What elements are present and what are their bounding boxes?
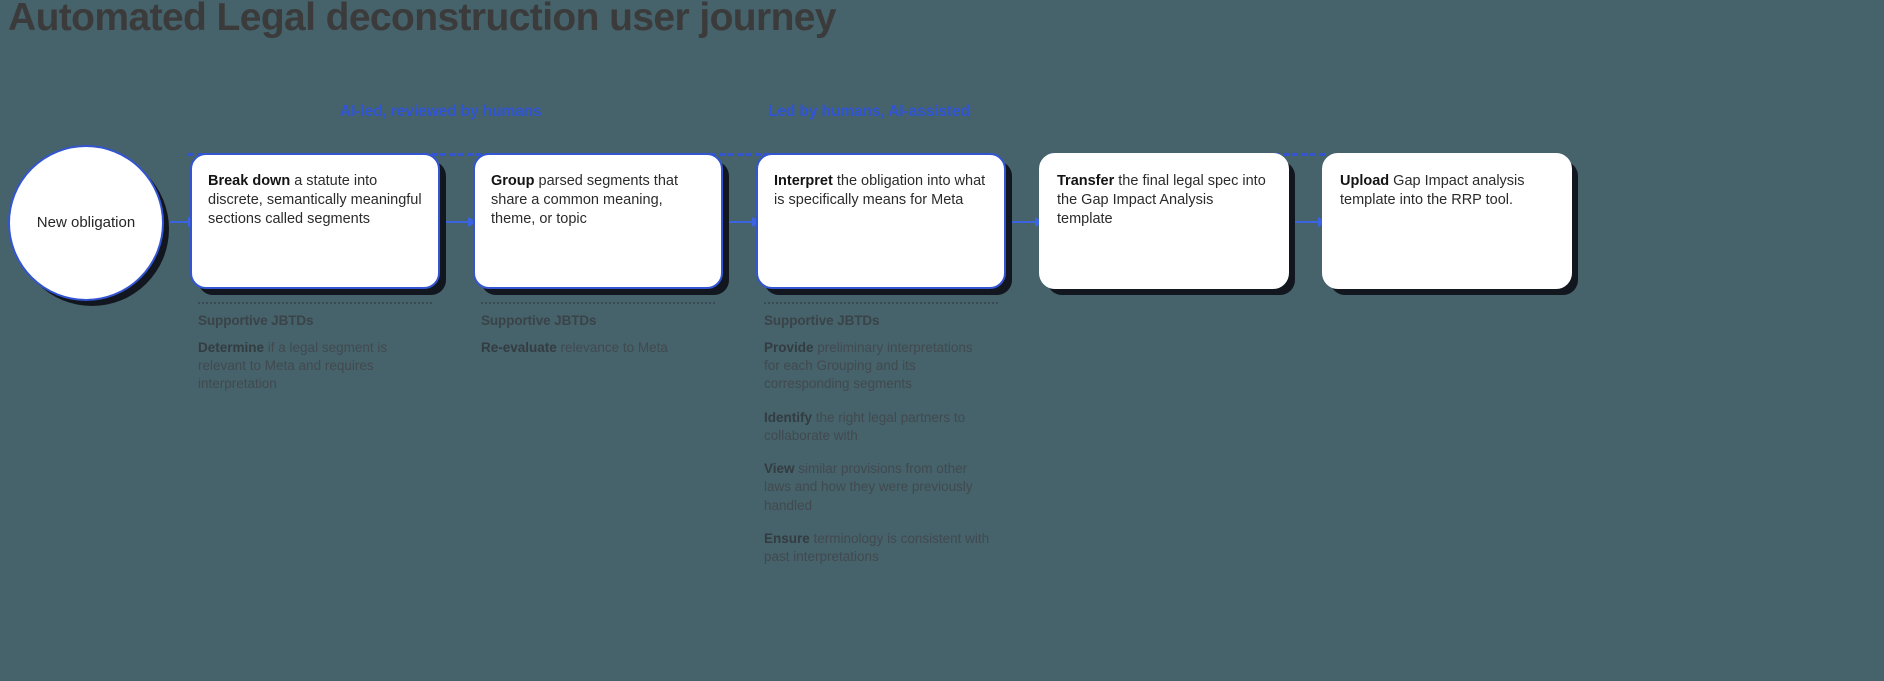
jbtd-item: Provide preliminary interpretations for …	[764, 339, 990, 394]
jbtd-item-rest: if a legal segment is relevant to Meta a…	[198, 340, 388, 392]
step-card-break-down[interactable]: Break down a statute into discrete, sema…	[190, 153, 440, 289]
step-rest-3: the obligation into what is specifically…	[774, 173, 986, 208]
step-rest-5: Gap Impact analysis template into the RR…	[1340, 173, 1525, 208]
step-lead-4: Transfer	[1057, 173, 1115, 189]
step-rest-4: the final legal spec into the Gap Impact…	[1057, 173, 1266, 227]
step-column-3: Interpret the obligation into what is sp…	[756, 153, 1006, 566]
step-card-upload[interactable]: Upload Gap Impact analysis template into…	[1322, 153, 1572, 289]
step-card-break-down-text: Break down a statute into discrete, sema…	[208, 172, 422, 229]
arrow-4-to-5	[1288, 217, 1327, 227]
step-column-5: Upload Gap Impact analysis template into…	[1322, 153, 1572, 289]
jbtd-item-lead: Ensure	[764, 530, 810, 546]
jbtd-item: Ensure terminology is consistent with pa…	[764, 530, 990, 566]
step-card-group-text: Group parsed segments that share a commo…	[491, 172, 705, 229]
step-card-group[interactable]: Group parsed segments that share a commo…	[473, 153, 723, 289]
jbtd-item: Re-evaluate relevance to Meta	[481, 339, 707, 357]
jbtd-item-rest: the right legal partners to collaborate …	[764, 409, 966, 443]
step-card-transfer-text: Transfer the final legal spec into the G…	[1057, 172, 1271, 229]
jbtd-separator-1	[198, 302, 432, 304]
jbtd-block-1: Supportive JBTDs Determine if a legal se…	[190, 302, 440, 394]
arrow-3-to-4	[1005, 217, 1044, 227]
page-title: Automated Legal deconstruction user jour…	[8, 0, 837, 39]
step-rest-2: parsed segments that share a common mean…	[491, 173, 678, 227]
step-card-interpret-text: Interpret the obligation into what is sp…	[774, 172, 988, 210]
jbtd-heading-2: Supportive JBTDs	[481, 313, 597, 328]
jbtd-item-rest: terminology is consistent with past inte…	[764, 530, 990, 564]
step-card-upload-text: Upload Gap Impact analysis template into…	[1340, 172, 1554, 210]
jbtd-heading-3: Supportive JBTDs	[764, 313, 880, 328]
jbtd-block-2: Supportive JBTDs Re-evaluate relevance t…	[473, 302, 723, 357]
step-lead-2: Group	[491, 173, 535, 189]
step-lead-1: Break down	[208, 173, 291, 189]
jbtd-item: View similar provisions from other laws …	[764, 460, 990, 515]
jbtd-item: Identify the right legal partners to col…	[764, 409, 990, 445]
phase-label-ai-led: AI-led, reviewed by humans	[340, 103, 542, 120]
step-column-4: Transfer the final legal spec into the G…	[1039, 153, 1289, 289]
jbtd-item-rest: preliminary interpretations for each Gro…	[764, 340, 973, 392]
step-card-interpret[interactable]: Interpret the obligation into what is sp…	[756, 153, 1006, 289]
step-card-transfer[interactable]: Transfer the final legal spec into the G…	[1039, 153, 1289, 289]
phase-label-human-led: Led by humans, AI-assisted	[768, 103, 970, 120]
step-column-1: Break down a statute into discrete, sema…	[190, 153, 440, 394]
jbtd-item-rest: relevance to Meta	[556, 340, 668, 355]
jbtd-item-lead: Re-evaluate	[481, 340, 557, 355]
jbtd-separator-3	[764, 302, 998, 304]
arrow-2-to-3	[722, 217, 761, 227]
jbtd-item-lead: Determine	[198, 340, 265, 355]
step-lead-3: Interpret	[774, 173, 833, 189]
jbtd-separator-2	[481, 302, 715, 304]
node-new-obligation[interactable]: New obligation	[8, 145, 164, 301]
jbtd-item-rest: similar provisions from other laws and h…	[764, 461, 973, 513]
jbtd-block-3: Supportive JBTDs Provide preliminary int…	[756, 302, 1006, 566]
node-new-obligation-label: New obligation	[36, 214, 136, 232]
arrow-1-to-2	[440, 217, 477, 227]
jbtd-item: Determine if a legal segment is relevant…	[198, 339, 424, 394]
jbtd-heading-1: Supportive JBTDs	[198, 313, 314, 328]
jbtd-item-lead: Provide	[764, 340, 814, 355]
step-column-2: Group parsed segments that share a commo…	[473, 153, 723, 357]
jbtd-item-lead: View	[764, 461, 795, 477]
step-lead-5: Upload	[1340, 173, 1390, 189]
jbtd-item-lead: Identify	[764, 409, 813, 425]
step-rest-1: a statute into discrete, semantically me…	[208, 173, 422, 227]
